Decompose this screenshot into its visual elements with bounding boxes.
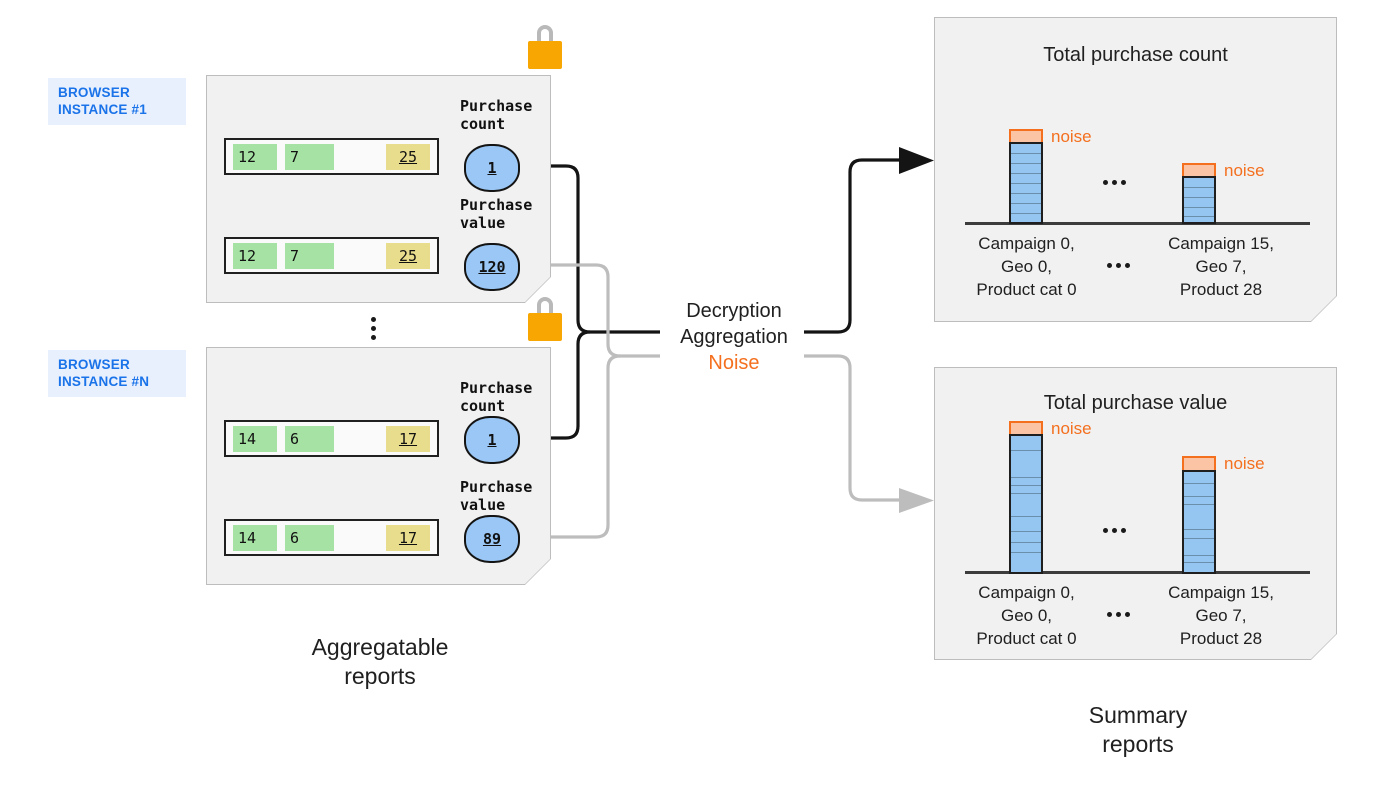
noise-label: noise	[1051, 127, 1092, 146]
report-cell-geo: 7	[285, 243, 334, 269]
horizontal-ellipsis-icon	[1103, 180, 1126, 185]
purchase-count-label: Purchase count	[460, 379, 533, 415]
chart-bar	[1009, 434, 1043, 574]
process-line-decryption: Decryption	[686, 300, 782, 322]
report-cell-campaign: 12	[233, 144, 277, 170]
horizontal-ellipsis-icon	[1107, 612, 1130, 617]
purchase-value-bubble: 89	[464, 515, 520, 563]
report-cell-value: 17	[386, 525, 430, 551]
horizontal-ellipsis-icon	[1103, 528, 1126, 533]
report-cell-value: 17	[386, 426, 430, 452]
chart-bar	[1182, 176, 1216, 224]
report-cell-geo: 7	[285, 144, 334, 170]
noise-label: noise	[1224, 161, 1265, 180]
chart-category-label: Campaign 15, Geo 7, Product 28	[1168, 583, 1274, 648]
report-cell-spacer	[334, 426, 386, 452]
vertical-ellipsis-icon	[371, 317, 376, 340]
report-cell-campaign: 12	[233, 243, 277, 269]
report-cell-campaign: 14	[233, 426, 277, 452]
chart-axis	[965, 571, 1310, 574]
noise-label: noise	[1051, 419, 1092, 438]
purchase-value-bubble: 120	[464, 243, 520, 291]
report-cell-geo: 6	[285, 426, 334, 452]
chart-axis	[965, 222, 1310, 225]
process-label: Decryption Aggregation Noise	[660, 298, 808, 376]
browser-instance-n-tag: BROWSER INSTANCE #N	[48, 350, 186, 397]
horizontal-ellipsis-icon	[1107, 263, 1130, 268]
chart-category-label: Campaign 0, Geo 0, Product cat 0	[976, 234, 1077, 299]
chart-category-label: Campaign 0, Geo 0, Product cat 0	[976, 583, 1077, 648]
report-row: 12 7 25	[224, 237, 439, 274]
chart-category-label: Campaign 15, Geo 7, Product 28	[1168, 234, 1274, 299]
purchase-count-bubble: 1	[464, 144, 520, 192]
purchase-value-label: Purchase value	[460, 196, 533, 232]
report-cell-spacer	[334, 243, 386, 269]
aggregatable-reports-caption: Aggregatable reports	[311, 634, 449, 689]
lock-icon	[528, 297, 562, 341]
purchase-count-bubble: 1	[464, 416, 520, 464]
purchase-count-label: Purchase count	[460, 97, 533, 133]
report-cell-value: 25	[386, 243, 430, 269]
summary-report-panel-count: Total purchase count noise noise Campaig…	[934, 17, 1337, 322]
process-line-aggregation: Aggregation	[680, 326, 788, 348]
report-cell-spacer	[334, 525, 386, 551]
chart-title-count: Total purchase count	[1043, 44, 1228, 66]
report-row: 14 6 17	[224, 519, 439, 556]
report-row: 12 7 25	[224, 138, 439, 175]
noise-label: noise	[1224, 454, 1265, 473]
report-cell-campaign: 14	[233, 525, 277, 551]
browser-instance-1-tag: BROWSER INSTANCE #1	[48, 78, 186, 125]
chart-title-value: Total purchase value	[1043, 392, 1228, 414]
chart-bar	[1182, 470, 1216, 574]
summary-reports-caption: Summary reports	[1088, 702, 1188, 757]
report-cell-spacer	[334, 144, 386, 170]
chart-bar	[1009, 142, 1043, 224]
lock-icon	[528, 25, 562, 69]
summary-report-panel-value: Total purchase value noise noise Campaig…	[934, 367, 1337, 660]
report-cell-value: 25	[386, 144, 430, 170]
report-row: 14 6 17	[224, 420, 439, 457]
purchase-value-label: Purchase value	[460, 478, 533, 514]
report-cell-geo: 6	[285, 525, 334, 551]
process-line-noise: Noise	[708, 352, 760, 374]
